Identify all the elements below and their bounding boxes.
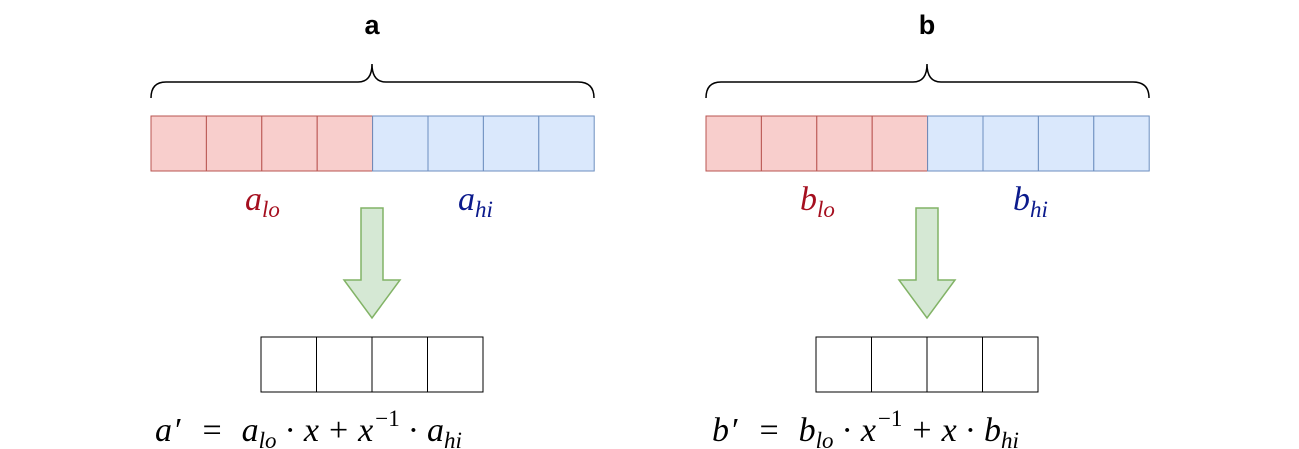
panel-b-lo-cell <box>705 115 762 172</box>
panel-b-hi-cell <box>927 115 984 172</box>
panel-a-down-arrow <box>342 207 402 320</box>
panel-a-lo-cell <box>150 115 207 172</box>
panel-a-result-cell <box>260 336 317 393</box>
panel-a-result-cell <box>371 336 428 393</box>
panel-b-lo-cell <box>816 115 873 172</box>
panel-a-lo-cell <box>205 115 263 172</box>
panel-b-down-arrow <box>897 207 957 320</box>
panel-b-lo-label: blo <box>800 181 835 222</box>
panel-a-lo-label: alo <box>245 181 280 222</box>
panel-a-hi-cell <box>538 115 595 172</box>
panel-a-input-array <box>150 115 595 172</box>
panel-a-hi-label: ahi <box>458 181 493 222</box>
panel-b-result-cell <box>871 336 928 393</box>
panel-b-hi-cell <box>1037 115 1095 172</box>
panel-a-hi-cell <box>482 115 540 172</box>
panel-a-result-array <box>260 336 484 393</box>
panel-b-result-cell <box>815 336 872 393</box>
panel-b-lo-base: b <box>800 181 817 218</box>
panel-b-hi-sub: hi <box>1030 197 1048 222</box>
panel-b-lo-cell <box>760 115 818 172</box>
panel-b-lo-sub: lo <box>817 197 835 222</box>
panel-a-lo-sub: lo <box>262 197 280 222</box>
panel-a-title: a <box>364 10 380 40</box>
panel-b: b blo bhi b′=blo·x−1+x·bhi <box>705 10 1150 449</box>
panel-a-hi-sub: hi <box>475 197 493 222</box>
panel-b-lo-cell <box>871 115 929 172</box>
panel-b-result-cell <box>926 336 983 393</box>
panel-a-lo-cell <box>316 115 374 172</box>
panel-a-formula: a′=alo·x+x−1·ahi <box>155 406 462 449</box>
panel-b-hi-cell <box>982 115 1039 172</box>
panel-b-brace <box>705 63 1150 99</box>
panel-a-lo-cell <box>261 115 318 172</box>
panel-b-result-array <box>815 336 1039 393</box>
panel-b-hi-label: bhi <box>1013 181 1048 222</box>
panel-a-hi-cell <box>427 115 484 172</box>
panel-a: a alo ahi a′=alo·x+x−1·ahi <box>150 10 595 449</box>
panel-b-hi-base: b <box>1013 181 1030 218</box>
panel-b-title: b <box>919 10 936 40</box>
panel-a-brace <box>150 63 595 99</box>
panel-a-hi-base: a <box>458 181 475 218</box>
panel-a-result-cell <box>316 336 373 393</box>
panel-b-formula: b′=blo·x−1+x·bhi <box>712 406 1019 449</box>
panel-a-result-cell <box>427 336 484 393</box>
panel-a-lo-base: a <box>245 181 262 218</box>
panel-b-input-array <box>705 115 1150 172</box>
panel-b-result-cell <box>982 336 1039 393</box>
panel-b-hi-cell <box>1093 115 1150 172</box>
panel-a-hi-cell <box>372 115 429 172</box>
